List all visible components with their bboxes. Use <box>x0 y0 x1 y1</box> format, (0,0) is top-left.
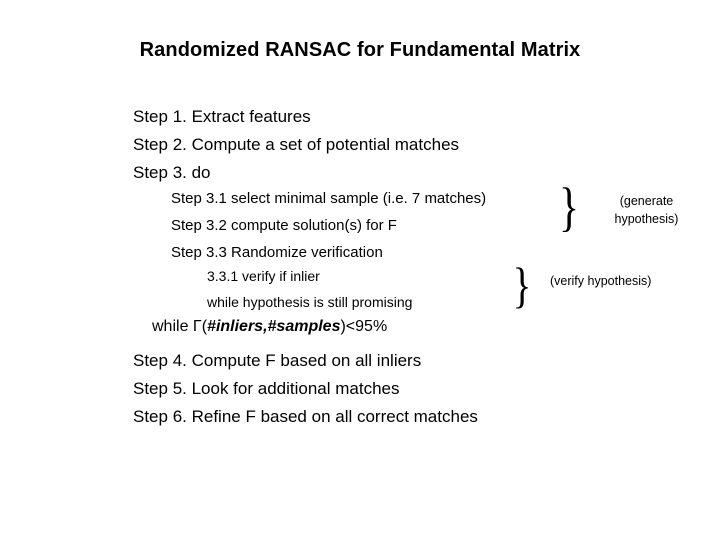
annotation-generate-line-1: (generate <box>619 194 674 208</box>
outer-while-emphasis: #inliers,#samples <box>207 318 341 335</box>
annotation-verify-hypothesis: (verify hypothesis) <box>550 274 652 288</box>
algorithm-step-6: Step 6. Refine F based on all correct ma… <box>133 407 478 426</box>
algorithm-step-4: Step 4. Compute F based on all inliers <box>133 351 422 370</box>
algorithm-step-2: Step 2. Compute a set of potential match… <box>133 135 460 154</box>
algorithm-step-1: Step 1. Extract features <box>133 107 311 126</box>
outer-while-prefix: while Γ( <box>152 318 208 335</box>
algorithm-step-3-3-1: 3.3.1 verify if inlier <box>207 268 320 284</box>
annotation-generate-line-2: hypothesis) <box>614 212 679 227</box>
algorithm-outer-while: while Γ(#inliers,#samples)<95% <box>152 319 387 335</box>
page-title: Randomized RANSAC for Fundamental Matrix <box>139 39 581 61</box>
annotation-generate-hypothesis: (generate hypothesis) <box>575 192 718 228</box>
algorithm-step-3: Step 3. do <box>133 163 211 182</box>
outer-while-suffix: )<95% <box>340 318 388 335</box>
algorithm-step-3-1: Step 3.1 select minimal sample (i.e. 7 m… <box>171 190 487 207</box>
algorithm-step-3-2: Step 3.2 compute solution(s) for F <box>171 217 397 234</box>
curly-brace-icon-generate: } <box>558 177 580 237</box>
curly-brace-icon-verify: } <box>512 257 532 313</box>
algorithm-step-3-3: Step 3.3 Randomize verification <box>171 244 383 261</box>
algorithm-step-5: Step 5. Look for additional matches <box>133 379 400 398</box>
algorithm-inner-while: while hypothesis is still promising <box>207 294 413 310</box>
